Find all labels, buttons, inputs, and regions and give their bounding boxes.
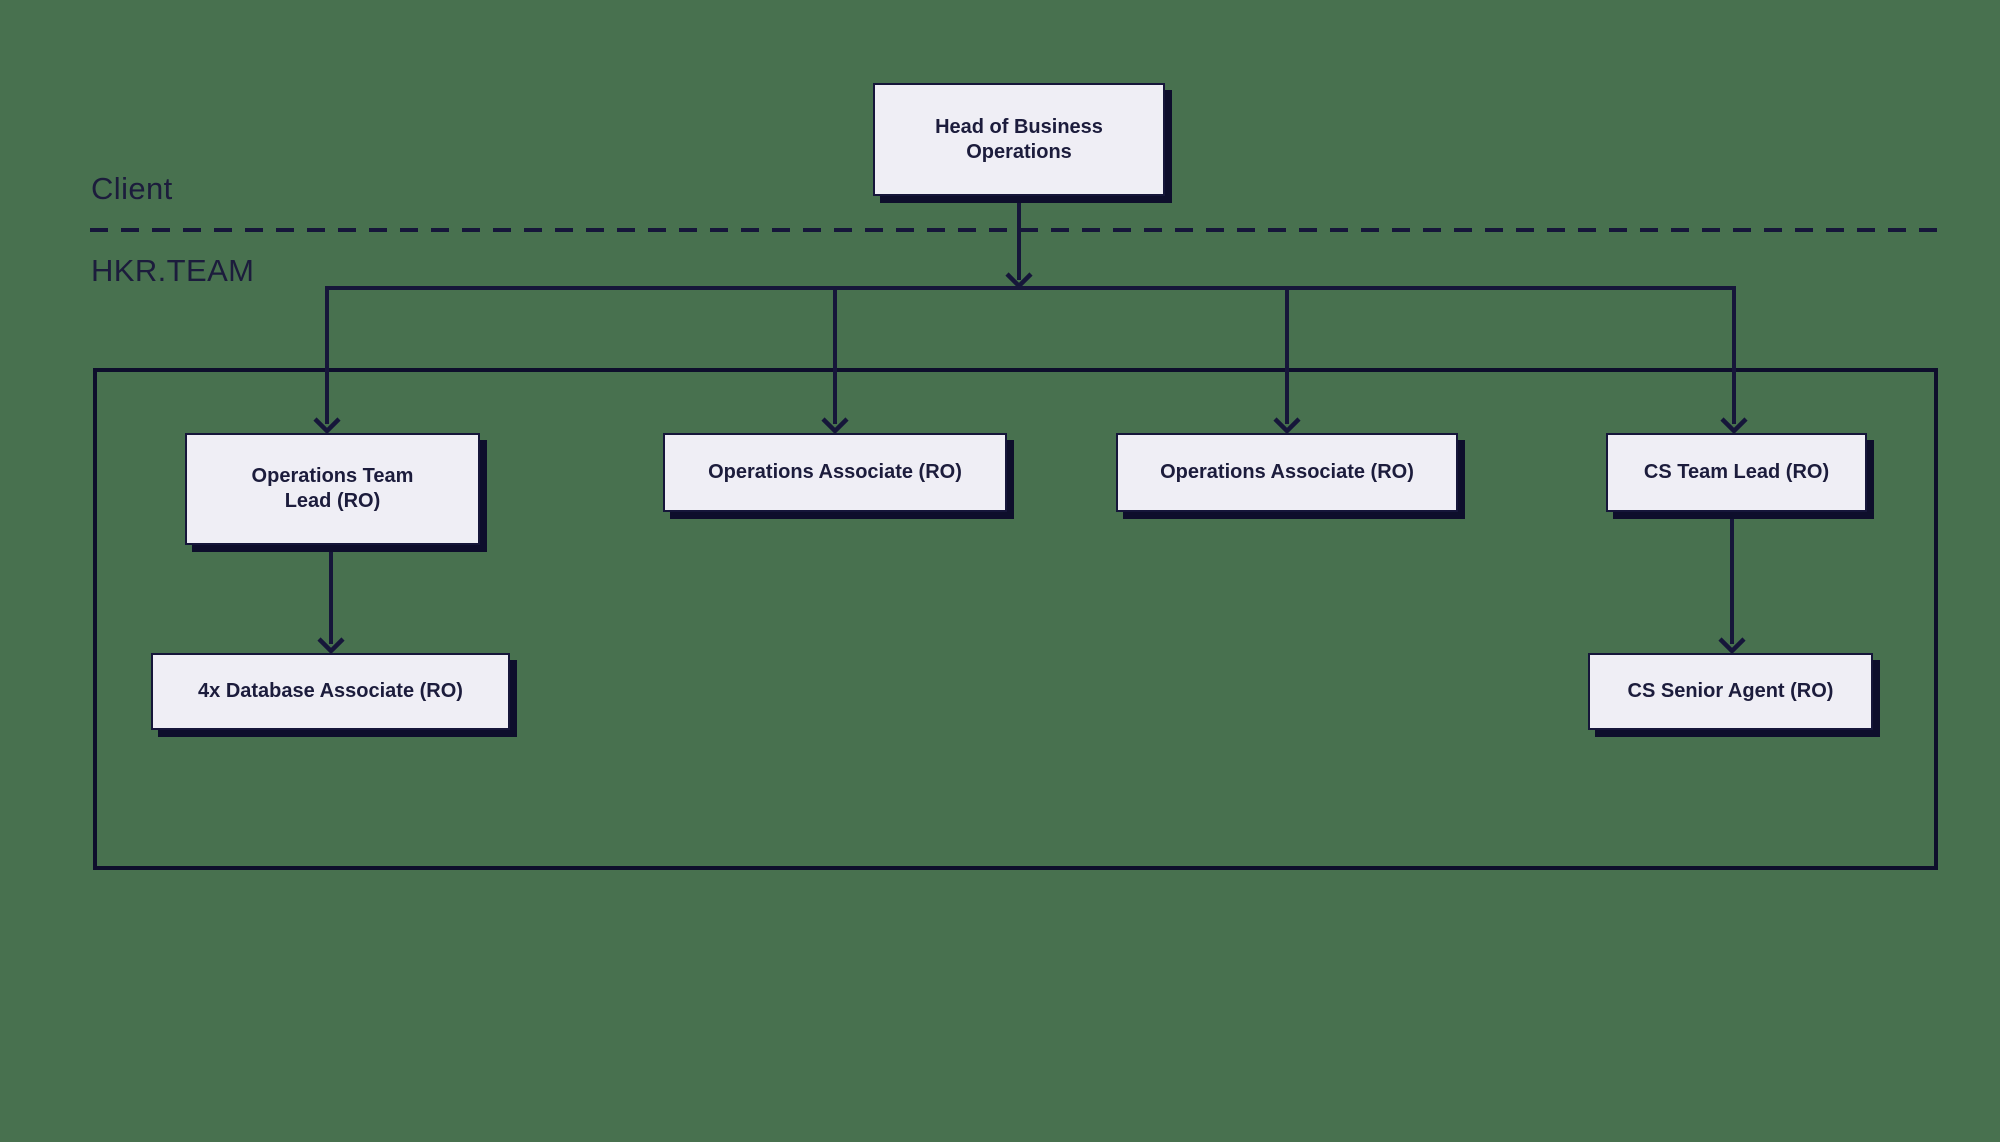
node-label: Head of Business Operations (935, 115, 1103, 163)
arrowhead-ops-associate-2 (1273, 417, 1301, 435)
node-operations-associate-2: Operations Associate (RO) (1116, 433, 1458, 512)
client-lane-label: Client (91, 171, 173, 206)
team-boundary-box (93, 368, 1938, 870)
client-team-divider-dashed-line (90, 228, 1938, 232)
node-cs-senior-agent: CS Senior Agent (RO) (1588, 653, 1873, 730)
arrowhead-ops-associate-1 (821, 417, 849, 435)
arrowhead-cs-senior-agent (1718, 637, 1746, 655)
node-cs-team-lead: CS Team Lead (RO) (1606, 433, 1867, 512)
arrowhead-db-associate (317, 637, 345, 655)
connector-bus (325, 286, 1736, 424)
node-label: Operations Associate (RO) (1160, 461, 1414, 483)
node-label: 4x Database Associate (RO) (198, 680, 463, 702)
hkr-team-lane-label: HKR.TEAM (91, 253, 255, 288)
node-label: CS Senior Agent (RO) (1627, 680, 1834, 702)
node-label: Operations Team Lead (RO) (251, 465, 414, 512)
node-operations-associate-1: Operations Associate (RO) (663, 433, 1007, 512)
node-label: Operations Associate (RO) (708, 461, 962, 483)
arrowhead-ops-team-lead (313, 417, 341, 435)
node-4x-database-associate: 4x Database Associate (RO) (151, 653, 510, 730)
node-head-of-business-operations: Head of Business Operations (873, 83, 1165, 196)
arrowhead-cs-team-lead (1720, 417, 1748, 435)
node-label: CS Team Lead (RO) (1643, 461, 1830, 483)
node-operations-team-lead: Operations Team Lead (RO) (185, 433, 480, 545)
